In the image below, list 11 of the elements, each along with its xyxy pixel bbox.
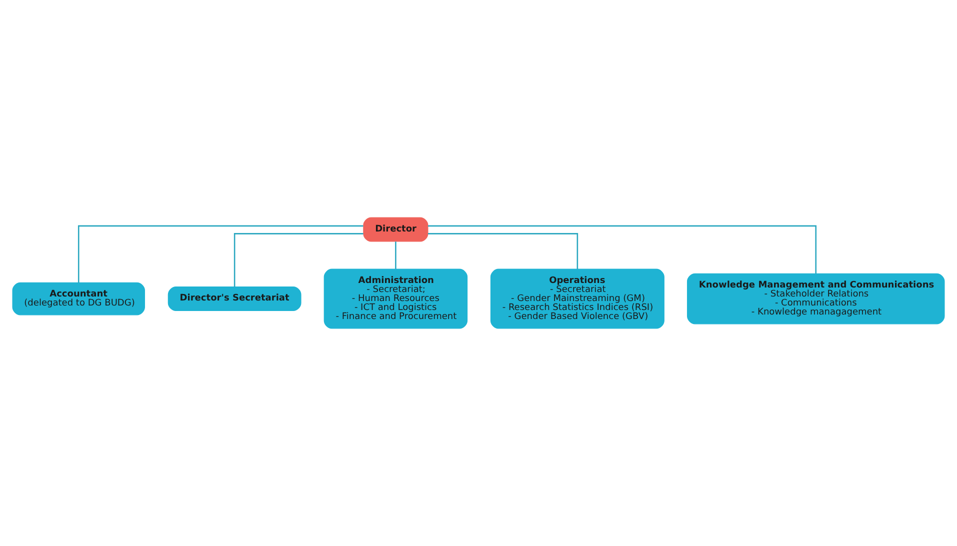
connector	[428, 225, 816, 274]
node-box: Operations - Secretariat - Gender Mainstreaming (GM) - Research Statistics Indices (RSI) - Gender Based Violence (GBV)	[490, 268, 664, 329]
connector	[78, 225, 364, 283]
connector	[395, 242, 396, 269]
node-box: Administration - Secretariat; - Human Resources - ICT and Logistics - Finance and Procurement	[324, 268, 468, 329]
node-box: Accountant (delegated to DG BUDG)	[12, 282, 145, 316]
node-box: Director	[363, 217, 428, 242]
connector	[428, 233, 578, 270]
node-box: Director's Secretariat	[168, 286, 302, 312]
connector	[234, 233, 364, 287]
node-box: Knowledge Management and Communications - Stakeholder Relations - Communications - Knowledge managagement	[686, 273, 945, 324]
